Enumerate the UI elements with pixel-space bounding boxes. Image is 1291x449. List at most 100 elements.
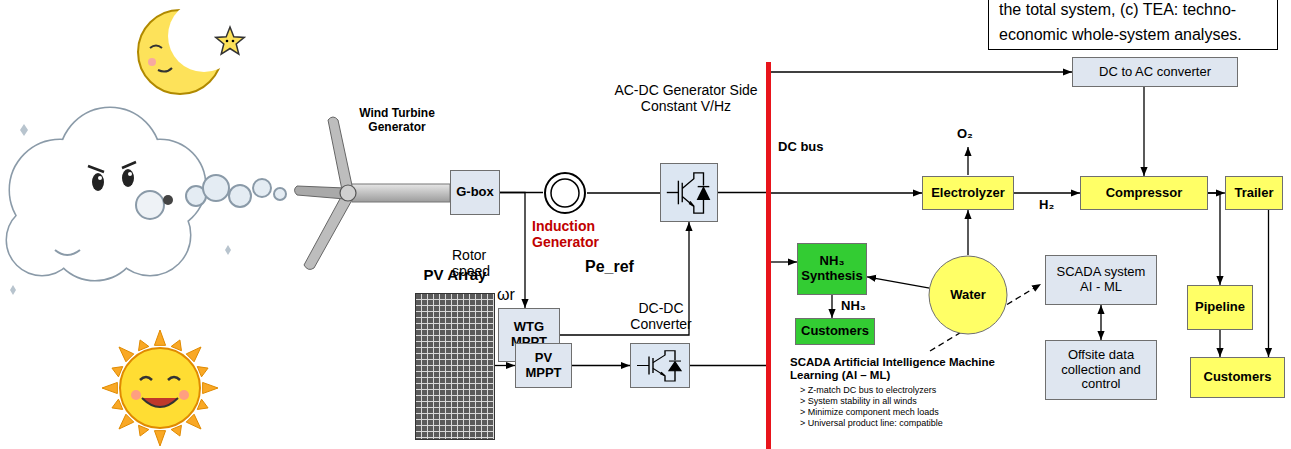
connector-arrow	[1219, 330, 1220, 357]
diode-symbol	[669, 361, 681, 362]
process-box: Pipeline	[1187, 285, 1253, 330]
wind-turbine-figure	[340, 185, 356, 201]
wind-turbine-figure	[328, 117, 353, 190]
signal-name: Rotor speed	[452, 247, 507, 279]
sun-figure	[179, 390, 189, 400]
connector-arrow	[1100, 305, 1101, 340]
switch-symbol	[652, 358, 653, 373]
generator-symbol: Induction Generator	[543, 171, 587, 215]
process-box: Compressor	[1080, 176, 1208, 210]
signal-name: ωr	[497, 286, 521, 304]
node-heading: DC-DC Converter	[611, 300, 711, 332]
switch-symbol	[637, 351, 681, 381]
wind-cloud-figure	[186, 175, 286, 207]
converter-box: DC-DC Converter	[630, 343, 690, 388]
node-heading: DC bus	[778, 140, 848, 155]
switch-symbol	[660, 372, 665, 376]
moon-figure	[138, 10, 222, 94]
wind-cloud-figure	[7, 205, 77, 275]
connector-arrow	[771, 71, 1072, 72]
pv-array: PV Array	[415, 293, 495, 440]
switch-symbol	[648, 357, 649, 375]
node-label: Water	[950, 288, 986, 303]
node-label: Offsite data collection and control	[1050, 348, 1152, 393]
oxygen-arrow	[967, 147, 968, 175]
switch-symbol	[678, 181, 679, 205]
mppt-box: PV MPPT	[515, 343, 572, 388]
sun-figure	[102, 330, 218, 446]
moon-figure	[138, 10, 222, 94]
part-name: Wind Turbine Generator	[355, 107, 439, 135]
sun-rays	[203, 382, 218, 393]
switch-symbol	[667, 173, 709, 213]
note-bullet: > Minimize component mech loads	[800, 407, 1000, 417]
moon-figure	[150, 46, 162, 49]
generator-ring	[545, 173, 585, 213]
node-label: G-box	[456, 185, 494, 200]
node-label: Pipeline	[1195, 300, 1245, 315]
converter-box-shape	[661, 164, 717, 221]
sun-rays	[102, 330, 218, 446]
switch-symbol	[682, 183, 683, 203]
sun-rays	[154, 431, 165, 446]
process-box: Customers	[795, 318, 875, 345]
wind-cloud-figure	[128, 172, 132, 176]
control-box: SCADA system AI - ML	[1045, 255, 1157, 305]
generator-ring	[551, 179, 579, 207]
pv-panel-grid	[416, 294, 495, 440]
wind-cloud-figure	[274, 188, 286, 200]
node-label: PV MPPT	[520, 351, 567, 381]
switch-symbol	[689, 201, 694, 206]
connector-arrow	[587, 192, 660, 193]
converter-box-shape	[631, 344, 689, 387]
connector-arrow	[1208, 193, 1220, 285]
wind-cloud-figure	[55, 250, 80, 255]
sun-figure	[142, 398, 178, 407]
node-label: SCADA system AI - ML	[1050, 265, 1152, 295]
wind-cloud-figure	[229, 185, 251, 207]
connector-arrow	[690, 365, 766, 366]
water-circle-outline	[929, 256, 1007, 334]
process-box: DC to AC converter	[1072, 57, 1238, 87]
wind-cloud-figure	[136, 191, 164, 219]
wind-cloud-figure	[7, 108, 286, 295]
wind-cloud-figure	[163, 195, 173, 205]
wind-cloud-figure	[122, 169, 134, 187]
connector-arrow	[771, 192, 922, 193]
moon-figure	[158, 68, 172, 72]
sun-figure	[131, 390, 141, 400]
wind-cloud-figure	[98, 176, 102, 180]
wind-cloud-figure	[92, 173, 104, 191]
sun-figure	[120, 348, 200, 428]
node-heading: Induction Generator	[532, 218, 642, 250]
process-box: Trailer	[1225, 176, 1283, 210]
wind-turbine-figure	[295, 186, 346, 199]
note-bullet: > Universal product line: compatible	[800, 418, 1000, 428]
process-box: Customers	[1190, 357, 1285, 398]
sun-figure	[140, 377, 180, 380]
wind-cloud-figure	[7, 108, 205, 280]
connector-arrow	[1268, 210, 1269, 357]
converter-box: AC-DC Generator Side Constant V/Hz	[660, 163, 718, 222]
wind-turbine-figure	[352, 184, 450, 202]
connector-arrow	[867, 277, 930, 288]
node-label: Compressor	[1106, 186, 1183, 201]
flow-label: NH₃	[839, 299, 868, 314]
moon-figure	[148, 58, 156, 66]
star-figure	[216, 27, 245, 54]
node-label: Electrolyzer	[931, 186, 1005, 201]
diode-symbol	[698, 188, 710, 200]
wind-cloud-figure	[88, 162, 136, 172]
dc-bus: DC bus	[766, 62, 771, 449]
pv-array-shape	[415, 293, 495, 440]
star-figure	[226, 40, 229, 43]
process-box: NH₃ Synthesis	[797, 243, 867, 295]
node-label: Customers	[1204, 370, 1272, 385]
wind-cloud-figure	[10, 124, 231, 295]
star-figure	[216, 27, 245, 54]
diode-symbol	[698, 186, 710, 187]
connector-arrow	[771, 261, 797, 262]
connector-arrow	[967, 210, 968, 255]
diode-symbol	[669, 362, 681, 371]
